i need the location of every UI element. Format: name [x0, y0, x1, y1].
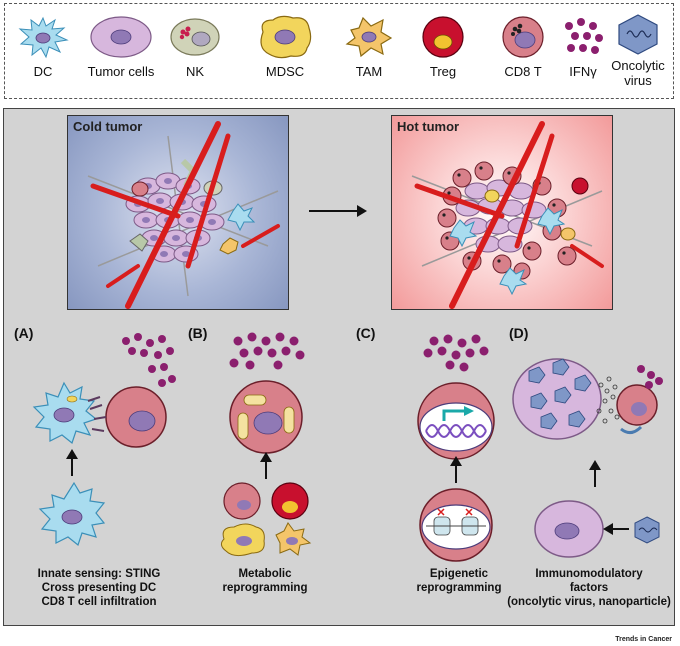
- main-figure-panel: Cold tumor: [3, 108, 675, 626]
- tam-cell-icon: [345, 16, 393, 58]
- panel-letter-a: (A): [14, 325, 34, 341]
- caption-line: Epigenetic: [429, 568, 489, 580]
- hot-tumor-illustration: [411, 121, 604, 309]
- panel-a-illustration: [32, 333, 176, 547]
- panel-letter-d: (D): [509, 325, 529, 341]
- legend-item-treg: Treg: [405, 12, 481, 79]
- legend-item-virus: Oncolytic virus: [603, 12, 673, 88]
- treg-cell-icon: [422, 16, 464, 58]
- legend-item-ifng: IFNγ: [545, 12, 621, 79]
- caption-line: reprogramming: [416, 582, 502, 594]
- transition-arrow: [309, 205, 367, 217]
- legend-label: IFNγ: [569, 64, 597, 79]
- legend-label: TAM: [355, 64, 383, 79]
- panel-b-illustration: [220, 332, 312, 557]
- caption-line: Cross presenting DC: [41, 582, 157, 594]
- oncolytic-virus-icon: [618, 14, 658, 55]
- cold-tumor-box: Cold tumor: [67, 115, 289, 310]
- panel-c-caption: Epigenetic reprogramming: [384, 567, 534, 595]
- ifn-gamma-icon: [565, 18, 603, 54]
- legend-item-tam: TAM: [331, 12, 407, 79]
- panel-a-caption: Innate sensing: STING Cross presenting D…: [14, 567, 184, 609]
- caption-line: factors: [569, 582, 609, 594]
- hot-tumor-box: Hot tumor: [391, 115, 613, 310]
- legend-label: MDSC: [265, 64, 305, 79]
- legend-item-tumor: Tumor cells: [71, 12, 171, 79]
- caption-line: CD8 T cell infiltration: [41, 596, 157, 608]
- cold-tumor-title: Cold tumor: [73, 119, 143, 134]
- panel-b-caption: Metabolic reprogramming: [200, 567, 330, 595]
- panel-c-illustration: [417, 334, 495, 562]
- caption-line: (oncolytic virus, nanoparticle): [507, 596, 671, 608]
- panel-d-illustration: [512, 358, 663, 558]
- legend-item-dc: DC: [5, 12, 81, 79]
- cd8-t-cell-icon: [502, 16, 544, 58]
- mdsc-cell-icon: [260, 15, 312, 59]
- panel-letter-b: (B): [188, 325, 208, 341]
- legend-label: DC: [33, 64, 53, 79]
- journal-footer: Trends in Cancer: [615, 636, 672, 643]
- legend-label: Oncolytic virus: [611, 58, 665, 88]
- caption-line: Immunomodulatory: [535, 568, 643, 580]
- legend-label: Tumor cells: [87, 64, 155, 79]
- panel-letter-c: (C): [356, 325, 376, 341]
- caption-line: reprogramming: [222, 582, 308, 594]
- tumor-cell-icon: [90, 16, 152, 58]
- nk-cell-icon: [170, 18, 220, 56]
- legend-label: CD8 T: [504, 64, 542, 79]
- legend-item-mdsc: MDSC: [245, 12, 325, 79]
- hot-tumor-title: Hot tumor: [397, 119, 460, 134]
- dc-cell-icon: [18, 16, 69, 59]
- legend-label: Treg: [429, 64, 457, 79]
- panel-d-caption: Immunomodulatory factors (oncolytic viru…: [504, 567, 674, 609]
- legend-item-cd8: CD8 T: [485, 12, 561, 79]
- legend-label: NK: [185, 64, 205, 79]
- cell-legend: DC Tumor cells NK MDSC TAM: [4, 3, 674, 99]
- caption-line: Innate sensing: STING: [37, 568, 161, 580]
- caption-line: Metabolic: [238, 568, 292, 580]
- legend-item-nk: NK: [157, 12, 233, 79]
- cold-tumor-illustration: [87, 121, 280, 309]
